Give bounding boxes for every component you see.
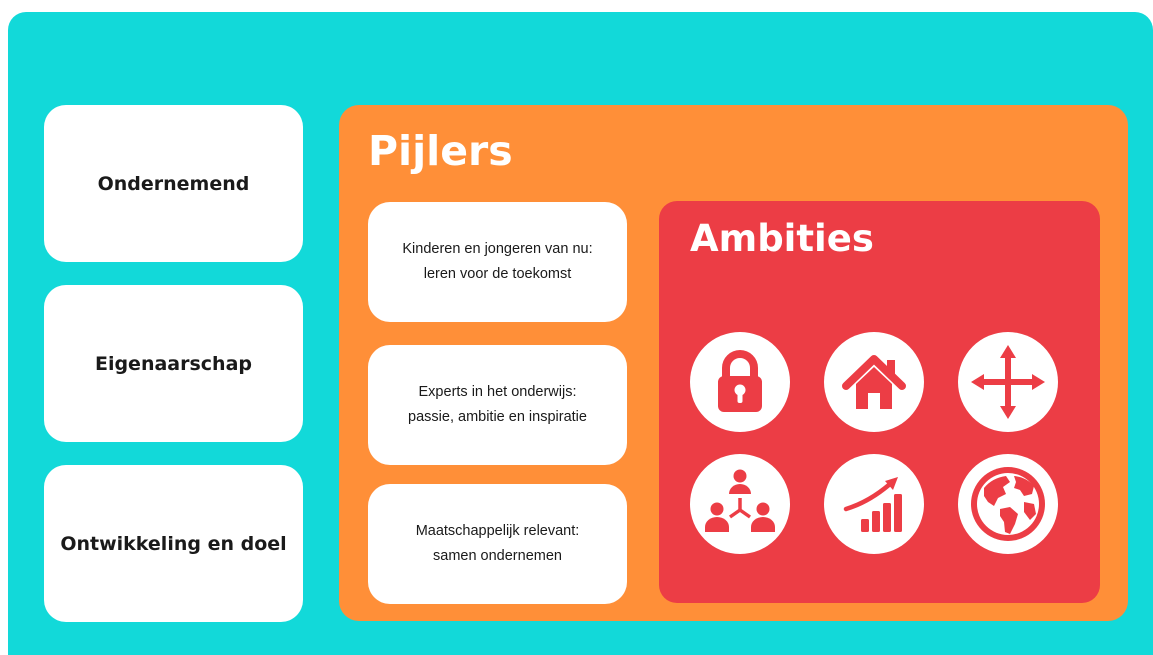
ambities-title: Ambities bbox=[690, 217, 874, 260]
pillar-card: Maatschappelijk relevant: samen ondernem… bbox=[368, 484, 627, 604]
value-label: Ondernemend bbox=[97, 172, 250, 195]
pillar-text-line2: samen ondernemen bbox=[433, 548, 562, 564]
pillar-text-line1: Kinderen en jongeren van nu: bbox=[402, 241, 593, 257]
pillar-card: Experts in het onderwijs: passie, ambiti… bbox=[368, 345, 627, 465]
value-card-ondernemend: Ondernemend bbox=[44, 105, 303, 262]
pijlers-panel: Pijlers Kinderen en jongeren van nu: ler… bbox=[339, 105, 1128, 621]
pillar-card: Kinderen en jongeren van nu: leren voor … bbox=[368, 202, 627, 322]
value-card-ontwikkeling: Ontwikkeling en doel bbox=[44, 465, 303, 622]
growth-chart-icon bbox=[824, 454, 924, 554]
pillar-text-line1: Maatschappelijk relevant: bbox=[415, 523, 580, 539]
pillar-text-line2: passie, ambitie en inspiratie bbox=[408, 409, 587, 425]
home-icon bbox=[824, 332, 924, 432]
pillar-text-line1: Experts in het onderwijs: bbox=[418, 384, 577, 400]
pijlers-title: Pijlers bbox=[368, 127, 513, 175]
lock-icon bbox=[690, 332, 790, 432]
pillar-text-line2: leren voor de toekomst bbox=[423, 266, 572, 282]
team-network-icon bbox=[690, 454, 790, 554]
four-arrows-icon bbox=[958, 332, 1058, 432]
value-card-eigenaarschap: Eigenaarschap bbox=[44, 285, 303, 442]
value-label: Ontwikkeling en doel bbox=[60, 532, 287, 555]
ambities-panel: Ambities bbox=[659, 201, 1100, 603]
globe-icon bbox=[958, 454, 1058, 554]
value-label: Eigenaarschap bbox=[94, 352, 253, 375]
